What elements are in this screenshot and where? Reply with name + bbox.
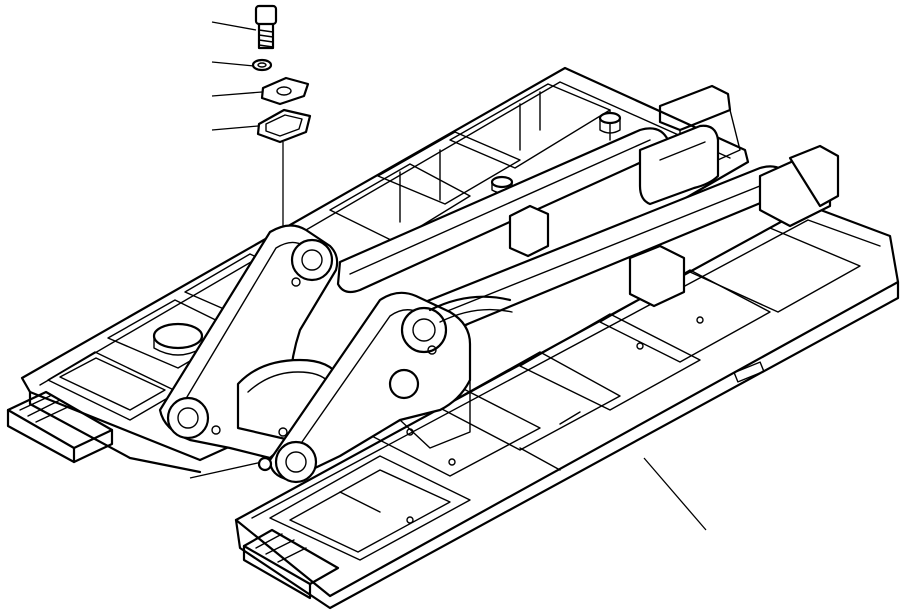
cross-members bbox=[336, 124, 840, 355]
leader-pin bbox=[189, 461, 263, 479]
leader-cover bbox=[211, 91, 263, 97]
left-boom-mount bbox=[158, 224, 342, 460]
center-pin bbox=[257, 427, 288, 472]
lock-washer bbox=[251, 58, 273, 72]
cover-plate bbox=[260, 76, 310, 106]
leader-bolt bbox=[211, 21, 257, 31]
mounting-hardware-stack bbox=[251, 4, 312, 144]
gasket bbox=[256, 108, 312, 144]
bolt bbox=[254, 4, 278, 50]
right-boom-mount bbox=[268, 291, 472, 484]
right-front-guard bbox=[242, 528, 340, 600]
leader-frame bbox=[643, 457, 707, 531]
leader-gasket bbox=[211, 125, 259, 131]
swing-circle bbox=[428, 295, 513, 323]
left-front-guard bbox=[6, 390, 114, 464]
leader-washer bbox=[211, 61, 255, 67]
